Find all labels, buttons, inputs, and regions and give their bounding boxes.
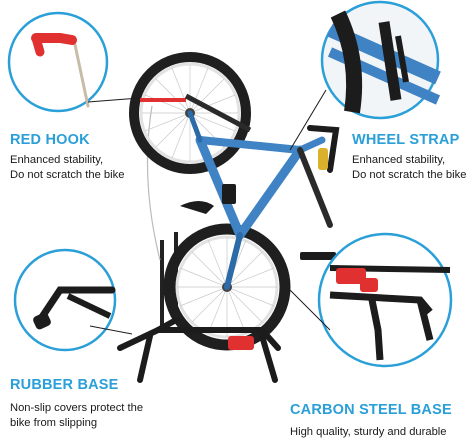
rubber-base-description: Non-slip covers protect the bike from sl… (10, 401, 143, 431)
rubber-base-icon (33, 286, 116, 330)
wheel-strap-callout (320, 0, 441, 120)
rubber-base-desc-line2: bike from slipping (10, 417, 98, 429)
bike-illustration (117, 52, 340, 383)
rubber-base-desc-line1: Non-slip covers protect the (10, 402, 144, 414)
main-stand-base (117, 317, 281, 383)
rubber-base-callout (13, 248, 117, 352)
red-hook-icon (31, 33, 90, 108)
carbon-steel-base-callout (317, 232, 453, 368)
red-hook-desc-line1: Enhanced stability, (10, 154, 104, 166)
carbon-steel-base-description: High quality, sturdy and durable (290, 425, 447, 440)
rubber-base-title: RUBBER BASE (10, 377, 119, 393)
wheel-strap-desc-line2: Do not scratch the bike (352, 169, 467, 181)
bike-frame (187, 110, 333, 290)
red-hook-desc-line2: Do not scratch the bike (10, 169, 125, 181)
red-hook-description: Enhanced stability, Do not scratch the b… (10, 153, 124, 183)
carbon-steel-base-icon (329, 265, 451, 361)
red-hook-callout (7, 11, 109, 113)
carbon-steel-base-title: CARBON STEEL BASE (290, 402, 452, 418)
carbon-steel-base-desc-line1: High quality, sturdy and durable (290, 426, 447, 438)
wheel-strap-icon (327, 10, 441, 114)
wheel-strap-title: WHEEL STRAP (352, 132, 460, 148)
wheel-strap-desc-line1: Enhanced stability, (352, 154, 446, 166)
wheel-strap-description: Enhanced stability, Do not scratch the b… (352, 153, 466, 183)
red-hook-title: RED HOOK (10, 132, 90, 148)
